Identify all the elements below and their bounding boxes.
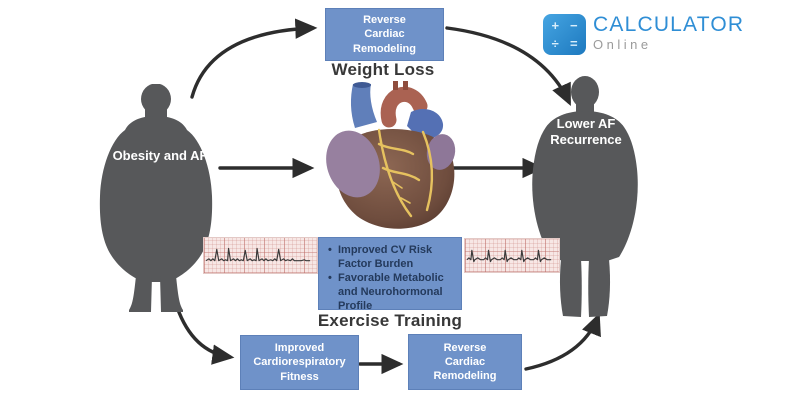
- arrow-remodeling-box-to-fit-figure: [524, 312, 601, 371]
- ecg-trace: [466, 249, 552, 263]
- arrow-obesity-to-fitness-box: [175, 305, 235, 365]
- logo-subtitle: Online: [593, 37, 652, 52]
- reverse-cardiac-remodeling-bottom-box: Reverse Cardiac Remodeling: [408, 334, 522, 390]
- benefit-item: Improved CV Risk Factor Burden: [327, 243, 455, 271]
- benefit-item: Favorable Metabolic and Neurohormonal Pr…: [327, 271, 455, 313]
- exercise-benefits-box: Improved CV Risk Factor Burden Favorable…: [318, 237, 462, 313]
- cardiorespiratory-fitness-box: Improved Cardiorespiratory Fitness: [240, 335, 359, 390]
- logo-text: CALCULATOR Online: [593, 14, 744, 51]
- divide-symbol: ÷: [551, 35, 559, 51]
- calculator-icon: + − ÷ =: [543, 14, 586, 55]
- exercise-training-label: Exercise Training: [317, 311, 463, 330]
- sinus-ecg-strip: [464, 238, 560, 273]
- exercise-benefits-list: Improved CV Risk Factor Burden Favorable…: [327, 243, 455, 313]
- plus-symbol: +: [551, 18, 560, 34]
- obesity-and-af-label: Obesity and AF: [112, 148, 208, 163]
- logo-brand: CALCULATOR: [593, 13, 745, 36]
- afib-ecg-strip: [203, 237, 318, 274]
- calculator-online-logo[interactable]: + − ÷ = CALCULATOR Online: [543, 14, 744, 55]
- weight-loss-label: Weight Loss: [331, 60, 435, 79]
- equals-symbol: =: [569, 35, 578, 51]
- fit-person-silhouette: [532, 76, 638, 317]
- lower-af-recurrence-label: Lower AF Recurrence: [550, 116, 622, 148]
- ecg-trace: [205, 247, 311, 262]
- reverse-cardiac-remodeling-top-box: Reverse Cardiac Remodeling: [325, 8, 444, 61]
- obese-person-silhouette: [99, 84, 213, 312]
- heart-illustration: [326, 81, 456, 229]
- minus-symbol: −: [569, 18, 578, 34]
